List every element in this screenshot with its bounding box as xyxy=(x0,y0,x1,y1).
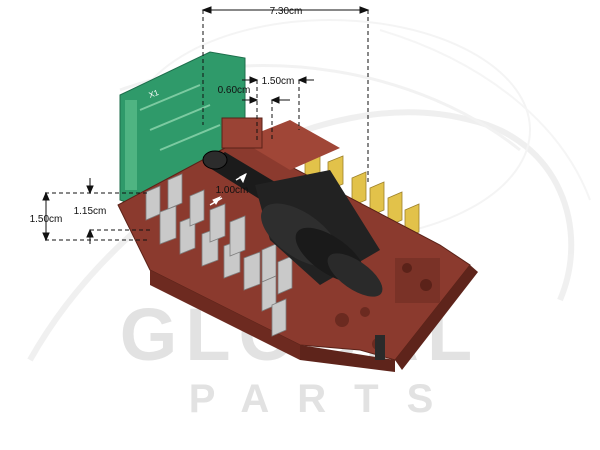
pcb-label: X1 xyxy=(148,88,161,100)
dim-shaft: 1.00cm xyxy=(216,185,249,196)
watermark-sub: PARTS xyxy=(189,377,462,421)
rotary-shaft xyxy=(202,150,383,297)
dim-height-a: 1.15cm xyxy=(74,206,107,217)
dim-pitch-a: 1.50cm xyxy=(262,76,295,87)
dim-width-total: 7.30cm xyxy=(270,6,303,17)
dim-pitch-b: 0.60cm xyxy=(218,85,251,96)
dimension-lines xyxy=(42,6,370,244)
dim-height-b: 1.50cm xyxy=(30,214,63,225)
silver-terminals xyxy=(145,173,293,337)
